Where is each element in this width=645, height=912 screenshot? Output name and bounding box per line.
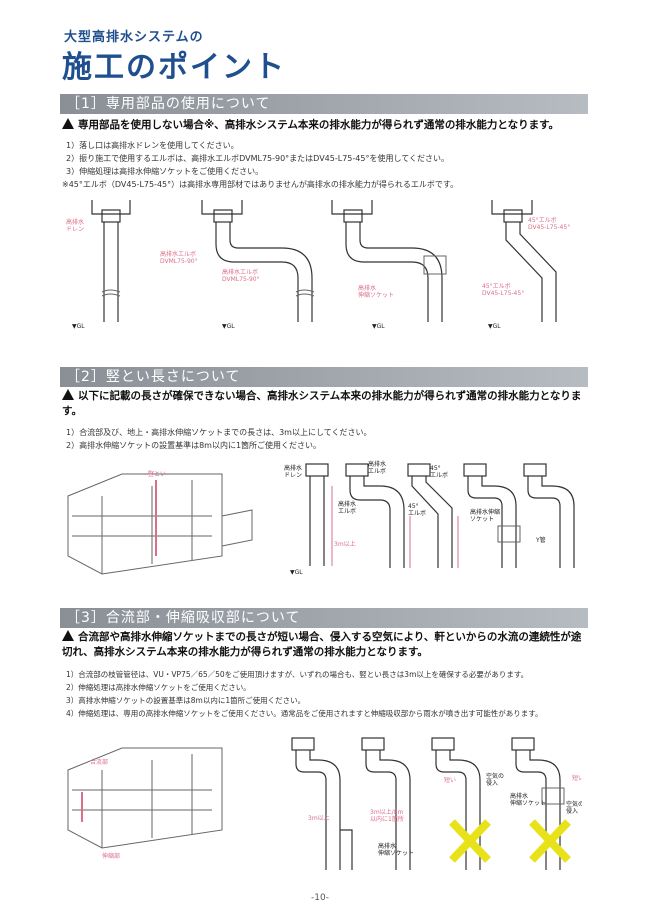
page-number: -10- <box>311 893 329 903</box>
section-2-warning: 以下に記載の長さが確保できない場合、高排水システム本来の排水能力が得られず通常の… <box>62 389 582 419</box>
label-socket-2: 高排水伸縮ソケット <box>510 792 546 807</box>
label-shinshuku: 伸縮部 <box>102 852 120 860</box>
label-goryu: 合流部 <box>90 758 108 766</box>
gl-label: ▼GL <box>222 323 235 330</box>
label-elbow-2: 高排水エルボ <box>338 500 356 515</box>
label-3m: 3m以上 <box>334 540 356 548</box>
gl-label: ▼GL <box>372 323 385 330</box>
warning-text: 専用部品を使用しない場合※、高排水システム本来の排水能力が得られず通常の排水能力… <box>78 119 560 131</box>
list-item: 2）高排水伸縮ソケットの設置基準は8m以内に1箇所ご使用ください。 <box>66 441 322 450</box>
list-item: 1）落し口は高排水ドレンを使用してください。 <box>66 141 239 150</box>
building-sketch-2: 合流部 伸縮部 <box>67 747 223 860</box>
figure-elbow-3m: 高排水エルボ 高排水エルボ <box>338 460 411 568</box>
label-elbow: 高排水エルボ <box>368 460 386 475</box>
figure-socket-ng: 短い 高排水伸縮ソケット 空気の侵入 <box>510 737 582 870</box>
section-2-bar: ［2］竪とい長さについて <box>60 367 588 387</box>
label-socket: 高排水伸縮ソケット <box>378 842 414 857</box>
label-45-elbow-b: 45°エルボ <box>408 503 426 517</box>
section-1-warning: 専用部品を使用しない場合※、高排水システム本来の排水能力が得られず通常の排水能力… <box>62 118 582 133</box>
list-item: ※45°エルボ（DV45-L75-45°）は高排水専用部材ではありませんが高排水… <box>62 180 459 189</box>
list-item: 2）振り施工で使用するエルボは、高排水エルボDVML75-90°またはDV45-… <box>66 154 449 163</box>
building-sketch: 竪とい <box>67 471 253 575</box>
label-socket: 高排水伸縮ソケット <box>470 508 500 523</box>
warning-icon <box>62 630 74 641</box>
warning-icon <box>62 389 74 400</box>
list-item: 1）合流部の枝管管径は、VU・VP75／65／50をご使用頂けますが、いずれの場… <box>66 670 529 679</box>
label-socket: 高排水伸縮ソケット <box>358 284 394 299</box>
page-title: 施工のポイント <box>62 50 286 85</box>
label-45-elbow: 45°エルボ <box>430 465 448 479</box>
label-short-2: 短い <box>572 774 582 782</box>
label-short: 短い <box>444 776 456 784</box>
section-2-list: 1）合流部及び、地上・高排水伸縮ソケットまでの長さは、3m以上にしてください。 … <box>66 426 586 452</box>
label-drain: 高排水ドレン <box>66 218 84 233</box>
list-item: 3）高排水伸縮ソケットの設置基準は8m以内に1箇所ご使用ください。 <box>66 696 306 705</box>
figure-drain: 高排水ドレン ▼GL <box>66 200 131 330</box>
label-drain: 高排水ドレン <box>284 464 302 479</box>
gl-label: ▼GL <box>72 323 85 330</box>
warning-text: 合流部や高排水伸縮ソケットまでの長さが短い場合、侵入する空気により、軒といからの… <box>62 631 582 658</box>
section-2-diagram: 竪とい 高排水ドレン 3m以上 ▼GL 高排水エルボ 高排水エルボ 45°エルボ… <box>67 460 575 576</box>
section-3-list: 1）合流部の枝管管径は、VU・VP75／65／50をご使用頂けますが、いずれの場… <box>66 668 586 720</box>
figure-45-3m: 45°エルボ 45°エルボ <box>407 463 459 568</box>
label-tatetoi: 竪とい <box>148 471 166 478</box>
label-3m: 3m以上 <box>308 814 330 822</box>
gl-label: ▼GL <box>290 569 303 576</box>
warning-icon <box>62 118 74 129</box>
section-3-bar: ［3］合流部・伸縮吸収部について <box>60 608 588 628</box>
section-1-list: 1）落し口は高排水ドレンを使用してください。 2）振り施工で使用するエルボは、高… <box>62 139 586 191</box>
cross-icon <box>449 819 491 863</box>
cross-icon <box>529 819 571 863</box>
figure-goryu-ok: 3m以上 <box>291 737 353 870</box>
section-3-warning: 合流部や高排水伸縮ソケットまでの長さが短い場合、侵入する空気により、軒といからの… <box>62 630 582 660</box>
label-air: 空気の侵入 <box>486 772 504 787</box>
label-air-2: 空気の侵入 <box>566 800 582 815</box>
section-1-bar: ［1］専用部品の使用について <box>60 94 588 114</box>
list-item: 1）合流部及び、地上・高排水伸縮ソケットまでの長さは、3m以上にしてください。 <box>66 428 372 437</box>
gl-label: ▼GL <box>488 323 501 330</box>
list-item: 2）伸縮処理は高排水伸縮ソケットをご使用ください。 <box>66 683 251 692</box>
figure-socket: 高排水伸縮ソケット ▼GL <box>331 200 447 330</box>
warning-text: 以下に記載の長さが確保できない場合、高排水システム本来の排水能力が得られず通常の… <box>62 390 582 417</box>
list-item: 3）伸縮処理は高排水伸縮ソケットをご使用ください。 <box>66 167 264 176</box>
label-y-pipe: Y管 <box>535 536 546 544</box>
figure-y-3m: Y管 <box>523 463 575 568</box>
page-subtitle: 大型高排水システムの <box>64 30 204 45</box>
figure-short-ng: 短い 空気の侵入 <box>431 737 504 870</box>
list-item: 4）伸縮処理は、専用の高排水伸縮ソケットをご使用ください。通常品をご使用されます… <box>66 709 543 718</box>
figure-drain-3m: 高排水ドレン 3m以上 ▼GL <box>284 463 356 576</box>
figure-socket-3m: 高排水伸縮ソケット <box>463 463 521 568</box>
